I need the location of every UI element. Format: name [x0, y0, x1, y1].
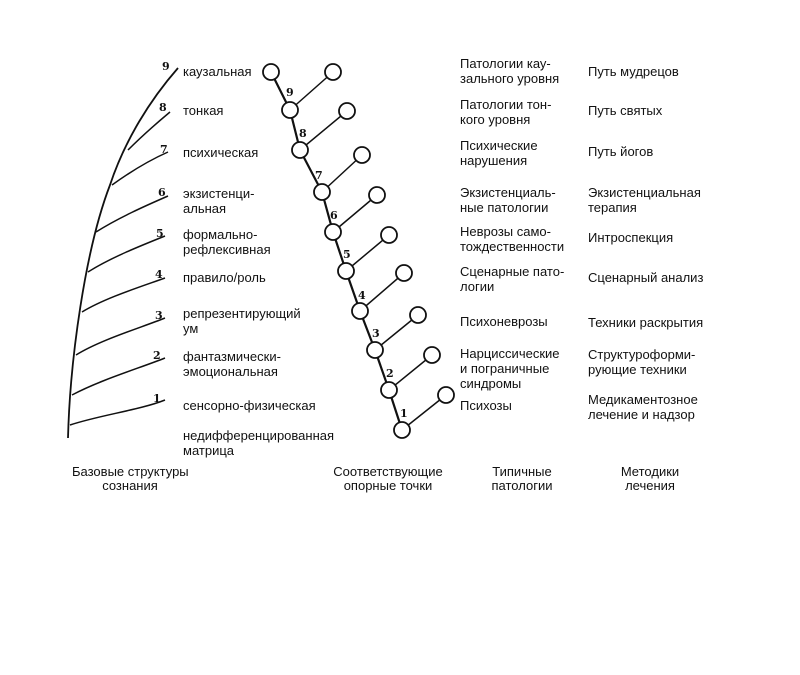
- branch-2: [71, 357, 166, 396]
- satellite-node: [395, 264, 413, 282]
- structure-number: 6: [158, 186, 166, 199]
- satellite-node: [437, 386, 455, 404]
- fulcrum-number: 5: [343, 248, 351, 261]
- pathology-label: Патологии тон- кого уровня: [460, 97, 552, 127]
- branch-3: [75, 317, 166, 356]
- branch-6: [95, 195, 169, 233]
- structures-trunk: [67, 67, 179, 439]
- branch-8: [127, 111, 171, 151]
- branch-4: [81, 277, 166, 313]
- structure-label: экзистенци- альная: [183, 186, 255, 216]
- fulcrum-number: 6: [330, 209, 338, 222]
- header-structures: Базовые структуры сознания: [72, 464, 189, 493]
- treatment-label: Медикаментозное лечение и надзор: [588, 392, 698, 422]
- fulcrum-spine: [270, 71, 404, 431]
- satellite-node: [423, 346, 441, 364]
- fulcrum-number: 1: [400, 407, 408, 420]
- structure-number: 4: [155, 268, 163, 281]
- structure-number: 8: [159, 101, 167, 114]
- pathology-label: Неврозы само- тождественности: [460, 224, 565, 254]
- fulcrum-node: [281, 101, 299, 119]
- treatment-label: Экзистенциальная терапия: [588, 185, 701, 215]
- fulcrum-node: [380, 381, 398, 399]
- satellite-circles: [324, 63, 455, 404]
- fulcrum-node: [291, 141, 309, 159]
- structure-number: 5: [156, 227, 164, 240]
- fulcrum-number: 9: [286, 86, 294, 99]
- matrix-label: недифференцированная матрица: [183, 428, 335, 458]
- structure-number: 2: [153, 349, 161, 362]
- treatment-label: Техники раскрытия: [588, 315, 704, 330]
- fulcrum-number: 7: [315, 169, 323, 182]
- fulcrum-node: [393, 421, 411, 439]
- branch-7: [111, 151, 169, 186]
- treatment-label: Путь святых: [588, 103, 663, 118]
- fulcrum-circles: [262, 63, 411, 439]
- fulcrum-number: 4: [358, 289, 366, 302]
- pathology-label: Психозы: [460, 398, 512, 413]
- treatment-label: Интроспекция: [588, 230, 674, 245]
- fulcrum-number: 2: [386, 367, 394, 380]
- treatment-label: Структуроформи- рующие техники: [588, 347, 696, 377]
- pathology-label: Сценарные пато- логии: [460, 264, 565, 294]
- structure-number: 9: [162, 60, 170, 73]
- fulcrum-number: 3: [372, 327, 380, 340]
- satellite-node: [368, 186, 386, 204]
- header-pathologies: Типичные патологии: [491, 464, 553, 493]
- fulcrum-node: [313, 183, 331, 201]
- satellite-node: [409, 306, 427, 324]
- satellite-node: [338, 102, 356, 120]
- offshoots: [289, 71, 447, 431]
- structure-label: репрезентирующий ум: [183, 306, 301, 336]
- branch-1: [69, 399, 166, 426]
- structure-label: правило/роль: [183, 270, 266, 285]
- satellite-node: [380, 226, 398, 244]
- structure-label: каузальная: [183, 64, 252, 79]
- fulcrum-node: [351, 302, 369, 320]
- structure-number: 7: [160, 143, 168, 156]
- fulcrum-number: 8: [299, 127, 307, 140]
- header-treatments: Методики лечения: [620, 464, 680, 493]
- structure-label: психическая: [183, 145, 259, 160]
- fulcrum-node: [337, 262, 355, 280]
- structure-label: фантазмически- эмоциональная: [183, 349, 281, 379]
- fulcrum-node: [366, 341, 384, 359]
- header-fulcrums: Соответствующие опорные точки: [333, 464, 443, 493]
- treatment-label: Сценарный анализ: [588, 270, 704, 285]
- fulcrum-node: [262, 63, 280, 81]
- satellite-node: [324, 63, 342, 81]
- pathology-label: Психические нарушения: [460, 138, 538, 168]
- pathology-label: Экзистенциаль- ные патологии: [460, 185, 556, 215]
- structure-number: 1: [153, 392, 161, 405]
- treatment-label: Путь мудрецов: [588, 64, 679, 79]
- pathology-label: Психоневрозы: [460, 314, 548, 329]
- structure-number: 3: [155, 309, 163, 322]
- branch-5: [87, 235, 166, 273]
- pathology-label: Патологии кау- зального уровня: [460, 56, 560, 86]
- pathology-label: Нарциссические и пограничные синдромы: [460, 346, 560, 391]
- structure-label: тонкая: [183, 103, 224, 118]
- satellite-node: [353, 146, 371, 164]
- fulcrum-node: [324, 223, 342, 241]
- structure-label: сенсорно-физическая: [183, 398, 316, 413]
- structure-label: формально- рефлексивная: [183, 227, 271, 257]
- treatment-label: Путь йогов: [588, 144, 654, 159]
